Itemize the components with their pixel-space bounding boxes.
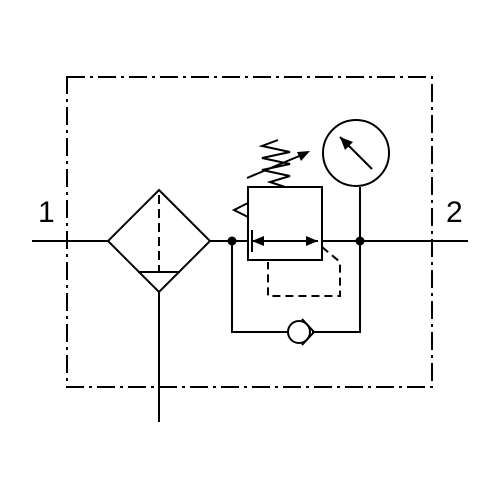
pressure-gauge-symbol bbox=[322, 119, 390, 241]
check-valve-seat bbox=[301, 318, 316, 346]
spring-adjust-arrow-line bbox=[246, 153, 305, 179]
bypass-check-valve bbox=[231, 241, 361, 346]
check-valve-ball bbox=[287, 320, 311, 344]
regulator-spring bbox=[258, 139, 291, 188]
filter-symbol bbox=[106, 188, 212, 422]
regulator-body bbox=[247, 186, 323, 261]
bypass-line bbox=[231, 241, 288, 333]
regulator-flow-arrow-right bbox=[306, 236, 318, 246]
regulator-flow-arrow-left bbox=[252, 236, 264, 246]
outlet-port-label: 2 bbox=[446, 196, 463, 229]
enclosure-boundary bbox=[66, 76, 433, 388]
regulator-pilot-dashed bbox=[267, 246, 341, 297]
inlet-port-label: 1 bbox=[38, 196, 55, 229]
gauge-needle-head bbox=[340, 137, 353, 150]
regulator-pilot-triangle bbox=[231, 201, 249, 219]
pressure-regulator-symbol bbox=[231, 139, 341, 297]
bypass-line-return bbox=[312, 241, 361, 333]
spring-adjust-arrowhead bbox=[297, 151, 310, 161]
